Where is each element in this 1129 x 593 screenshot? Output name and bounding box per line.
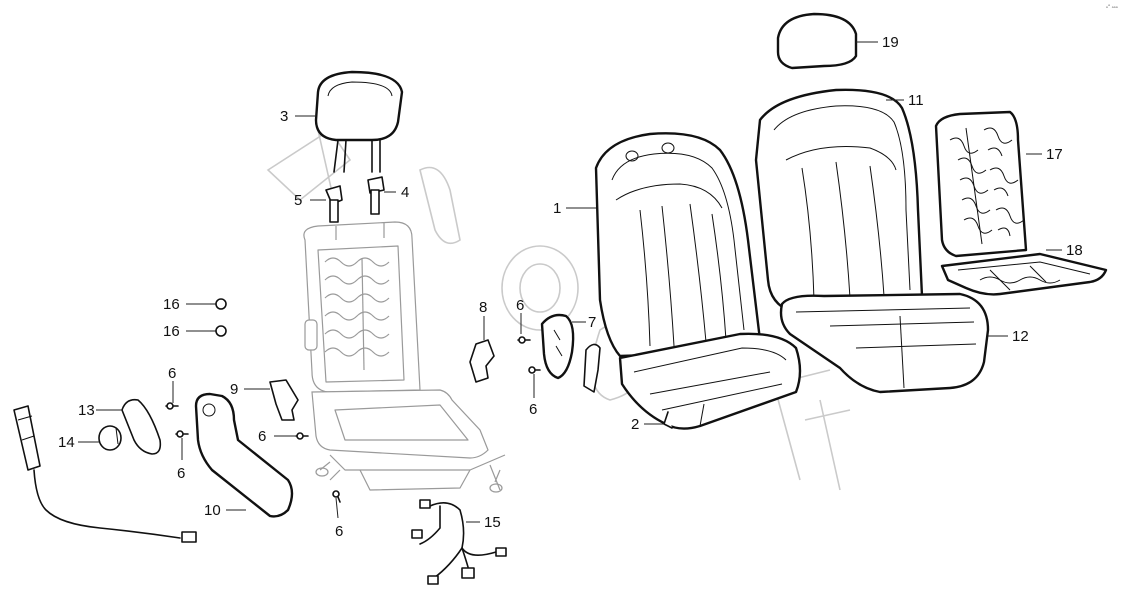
callout-15: 15: [484, 514, 501, 531]
callout-14: 14: [58, 434, 75, 451]
callout-10: 10: [204, 502, 221, 519]
callout-6-f: 6: [529, 401, 537, 418]
part-8-bracket: [469, 339, 495, 383]
callout-6-a: 6: [168, 365, 176, 382]
callout-6-c: 6: [258, 428, 266, 445]
part-17-backrest-pad: [934, 110, 1028, 258]
seat-frame-ghost: [303, 221, 506, 493]
callout-16-upper: 16: [163, 296, 180, 313]
part-7-side-shield: [540, 313, 575, 380]
callout-6-e: 6: [516, 297, 524, 314]
callout-19: 19: [882, 34, 899, 51]
callout-labels: 3 5 4 16 16 6 13 14 6 9 6 10 6 15 8 6 6 …: [58, 4, 1118, 540]
callout-17: 17: [1046, 146, 1063, 163]
part-2-seat-cushion-cover: [618, 332, 802, 430]
part-16-nut-lower: [210, 325, 227, 337]
part-15-wiring-harness: [411, 499, 507, 585]
callout-8: 8: [479, 299, 487, 316]
part-10-side-trim: [194, 392, 294, 518]
part-11-backrest-trim: [754, 88, 924, 314]
callout-13: 13: [78, 402, 95, 419]
callout-16-lower: 16: [163, 323, 180, 340]
screw-6-c: [295, 432, 309, 440]
callout-11: 11: [908, 92, 924, 109]
callout-18: 18: [1066, 242, 1083, 259]
callout-9: 9: [230, 381, 238, 398]
screw-6-a: [165, 402, 179, 410]
screw-6-b: [175, 430, 189, 438]
recliner-cover: [583, 343, 601, 393]
callout-12: 12: [1012, 328, 1029, 345]
part-3-headrest: [314, 70, 404, 173]
part-13-trim-cover: [121, 398, 162, 455]
screw-6-f: [528, 366, 541, 374]
part-12-seat-cushion: [779, 292, 990, 394]
screw-6-d: [332, 490, 341, 503]
callout-7: 7: [588, 314, 596, 331]
callout-5: 5: [294, 192, 302, 209]
part-1-backrest-cover: [594, 132, 762, 358]
callout-3: 3: [280, 108, 288, 125]
part-18-cushion-pad: [940, 252, 1108, 296]
part-19-headrest: [776, 12, 858, 70]
callout-6-d: 6: [335, 523, 343, 540]
part-14-cap: [98, 425, 122, 451]
callout-6-b: 6: [177, 465, 185, 482]
callout-1: 1: [553, 200, 561, 217]
leader-lines: [78, 41, 1062, 523]
switch-cable-assembly: [13, 405, 197, 543]
part-9-bracket: [269, 379, 299, 421]
callout-4: 4: [401, 184, 409, 201]
screw-6-e: [517, 336, 531, 344]
part-4-guide-sleeve: [367, 176, 385, 215]
part-16-nut-upper: [210, 298, 227, 310]
corner-code: ₒᵒ ₒₒₒ: [1106, 4, 1118, 10]
part-5-guide-sleeve: [325, 185, 343, 223]
callout-2: 2: [631, 416, 639, 433]
